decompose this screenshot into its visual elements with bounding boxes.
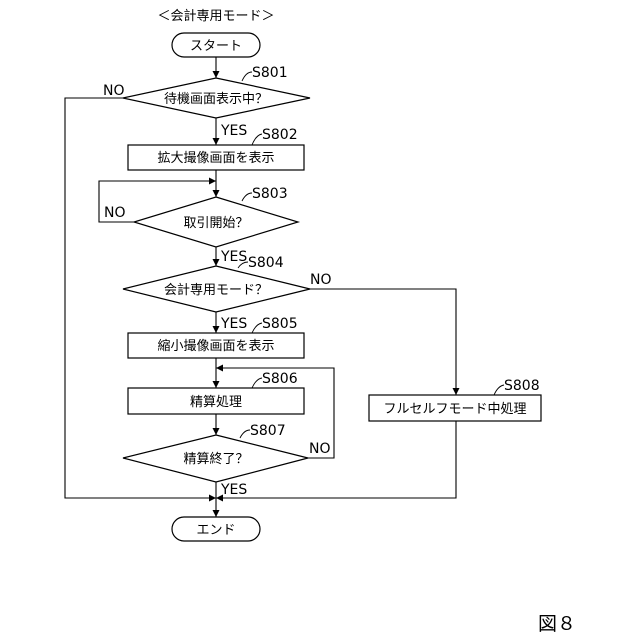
s807-yes-label: YES [220, 482, 247, 498]
s806-label: 精算処理 [190, 395, 242, 410]
s807-no-label: NO [309, 441, 331, 457]
diagram-title: ＜会計専用モード＞ [157, 8, 274, 24]
s803-yes-label: YES [220, 249, 247, 265]
edge-s804-no-s808 [310, 289, 456, 395]
end-label: エンド [196, 523, 235, 538]
step-s806: S806 [262, 371, 298, 387]
s808-label: フルセルフモード中処理 [383, 402, 526, 417]
s803-no-label: NO [104, 205, 126, 221]
s801-label: 待機画面表示中？ [164, 92, 268, 107]
start-label: スタート [190, 39, 242, 54]
s803-label: 取引開始？ [183, 216, 248, 231]
s801-yes-label: YES [220, 123, 247, 139]
step-s802: S802 [262, 127, 298, 143]
s804-yes-label: YES [220, 316, 247, 332]
s801-no-label: NO [103, 83, 125, 99]
s804-label: 会計専用モード？ [164, 282, 268, 298]
s807-label: 精算終了？ [183, 451, 248, 467]
figure-label: 図８ [538, 613, 576, 635]
s802-label: 拡大撮像画面を表示 [157, 150, 274, 166]
step-s805: S805 [262, 316, 298, 332]
step-s804: S804 [248, 255, 284, 271]
step-s801: S801 [252, 65, 288, 81]
step-s803: S803 [252, 186, 288, 202]
step-s807: S807 [250, 423, 286, 439]
s804-no-label: NO [310, 272, 332, 288]
s805-label: 縮小撮像画面を表示 [157, 338, 274, 354]
step-s808: S808 [504, 378, 540, 394]
